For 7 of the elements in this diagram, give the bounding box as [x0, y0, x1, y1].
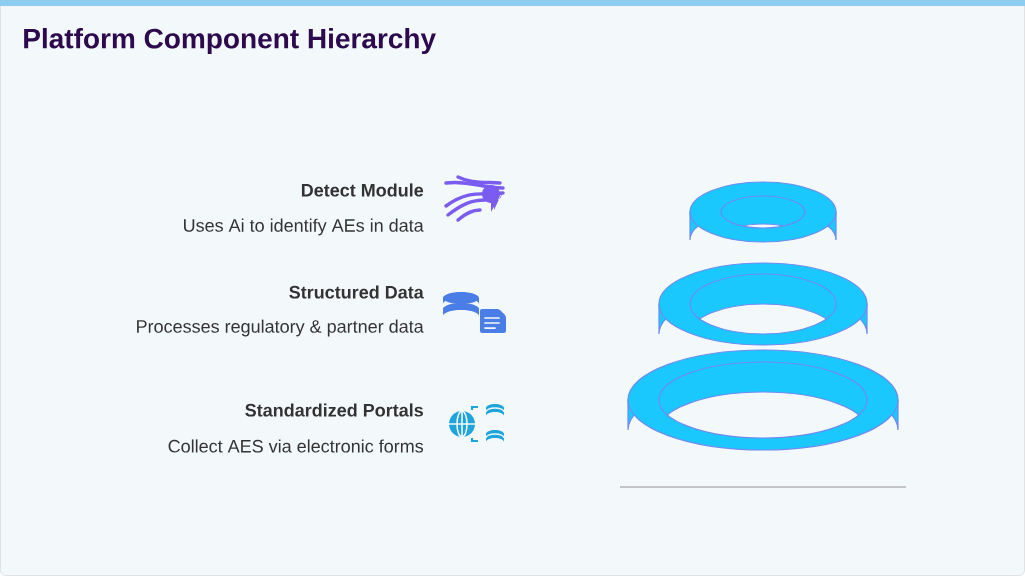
item-heading: Detect Module — [301, 183, 424, 197]
item-description: Uses Ai to identify AEs in data — [184, 218, 424, 236]
item-description: Processes regulatory & partner data — [137, 319, 424, 337]
title: Platform Component Hierarchy — [24, 27, 436, 55]
item-heading: Structured Data — [289, 285, 424, 299]
item-heading: Standardized Portals — [245, 403, 423, 417]
item-description: Collect AES via electronic forms — [168, 439, 424, 453]
